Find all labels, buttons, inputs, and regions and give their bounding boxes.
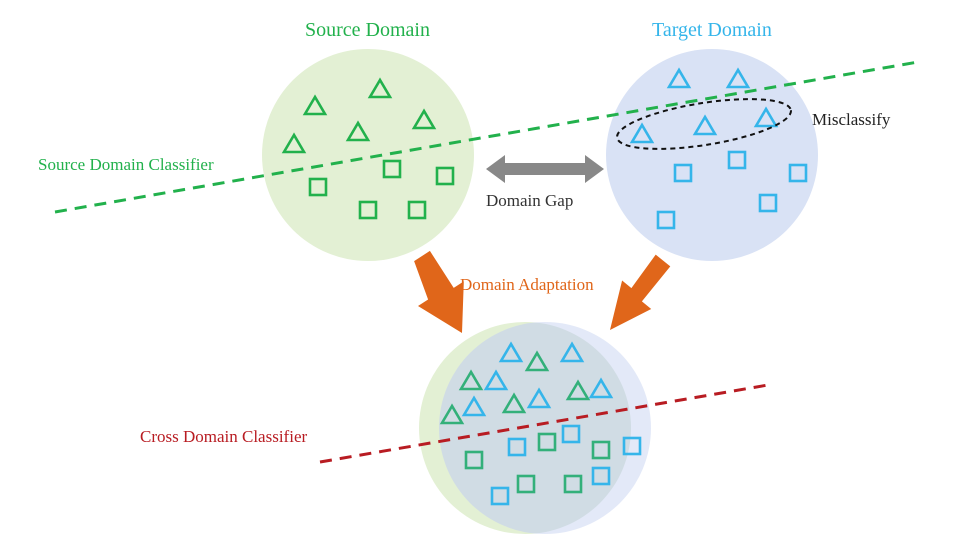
misclassify-label: Misclassify: [812, 110, 891, 129]
right-adaptation-arrow: [610, 254, 671, 330]
adapted-source-square: [591, 440, 611, 460]
adapted-target-triangle: [461, 395, 487, 417]
target-triangle: [666, 67, 692, 89]
misclassify-ellipse: [616, 98, 792, 150]
adapted-target-triangle: [559, 341, 585, 363]
source-triangle: [281, 132, 307, 154]
target-square: [788, 163, 808, 183]
adapted-target-triangle: [588, 377, 614, 399]
target-square: [656, 210, 676, 230]
source-triangle: [367, 77, 393, 99]
domain-adaptation-label: Domain Adaptation: [460, 275, 594, 294]
source-square: [435, 166, 455, 186]
adapted-source-square: [537, 432, 557, 452]
source-square: [407, 200, 427, 220]
adapted-source-samples: [439, 350, 611, 494]
adapted-target-square: [507, 437, 527, 457]
adapted-target-triangle: [498, 341, 524, 363]
source-domain-classifier-line: [54, 60, 919, 214]
adapted-target-samples: [461, 341, 642, 506]
adapted-source-triangle: [458, 369, 484, 391]
adapted-source-triangle: [439, 403, 465, 425]
adapted-source-triangle: [565, 379, 591, 401]
adapted-target-square: [591, 466, 611, 486]
target-domain-title: Target Domain: [652, 19, 772, 41]
source-samples: [281, 77, 455, 220]
domain-adaptation-arrows: [414, 250, 671, 333]
target-square: [727, 150, 747, 170]
adapted-source-square: [563, 474, 583, 494]
adapted-source-square: [516, 474, 536, 494]
adapted-target-triangle: [483, 369, 509, 391]
domain-gap-label: Domain Gap: [486, 191, 574, 210]
adapted-source-triangle: [501, 392, 527, 414]
left-adaptation-arrow: [414, 250, 464, 333]
adapted-target-square: [490, 486, 510, 506]
target-samples: [629, 67, 808, 230]
cross-domain-classifier-line: [319, 383, 769, 464]
source-triangle: [302, 94, 328, 116]
adapted-source-square: [464, 450, 484, 470]
source-square: [308, 177, 328, 197]
target-square: [673, 163, 693, 183]
source-triangle: [345, 120, 371, 142]
source-domain-title: Source Domain: [305, 19, 430, 41]
source-triangle: [411, 108, 437, 130]
adapted-source-triangle: [524, 350, 550, 372]
adapted-target-triangle: [526, 387, 552, 409]
source-square: [382, 159, 402, 179]
source-square: [358, 200, 378, 220]
target-square: [758, 193, 778, 213]
source-domain-classifier-label: Source Domain Classifier: [38, 155, 214, 174]
domain-gap-arrow: [486, 155, 604, 183]
adapted-target-square: [561, 424, 581, 444]
target-triangle: [725, 67, 751, 89]
cross-domain-classifier-label: Cross Domain Classifier: [140, 427, 308, 446]
target-triangle: [692, 114, 718, 136]
target-triangle: [629, 122, 655, 144]
adapted-target-square: [622, 436, 642, 456]
source-domain-cluster: [262, 49, 474, 261]
target-domain-cluster: [606, 49, 818, 261]
target-triangle: [753, 106, 779, 128]
